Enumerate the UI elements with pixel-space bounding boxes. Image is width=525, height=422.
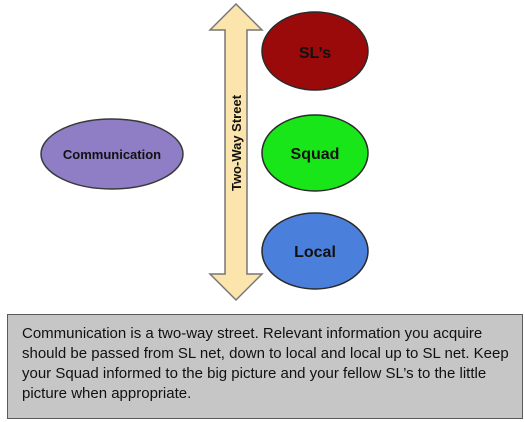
communication-diagram: Communication Two-Way Street SL’s Squad … [40,2,369,302]
caption-text: Communication is a two-way street. Relev… [22,325,509,402]
communication-node [40,118,184,190]
local-label: Local [294,244,336,261]
two-way-arrow [208,2,264,302]
two-way-street-label: Two-Way Street [229,94,244,191]
squad-label: Squad [291,146,340,163]
squad-node [261,114,369,192]
communication-label: Communication [63,147,161,162]
local-node [261,212,369,290]
sl-node [261,11,369,91]
caption-box: Communication is a two-way street. Relev… [7,314,523,419]
sl-label: SL’s [299,45,331,62]
